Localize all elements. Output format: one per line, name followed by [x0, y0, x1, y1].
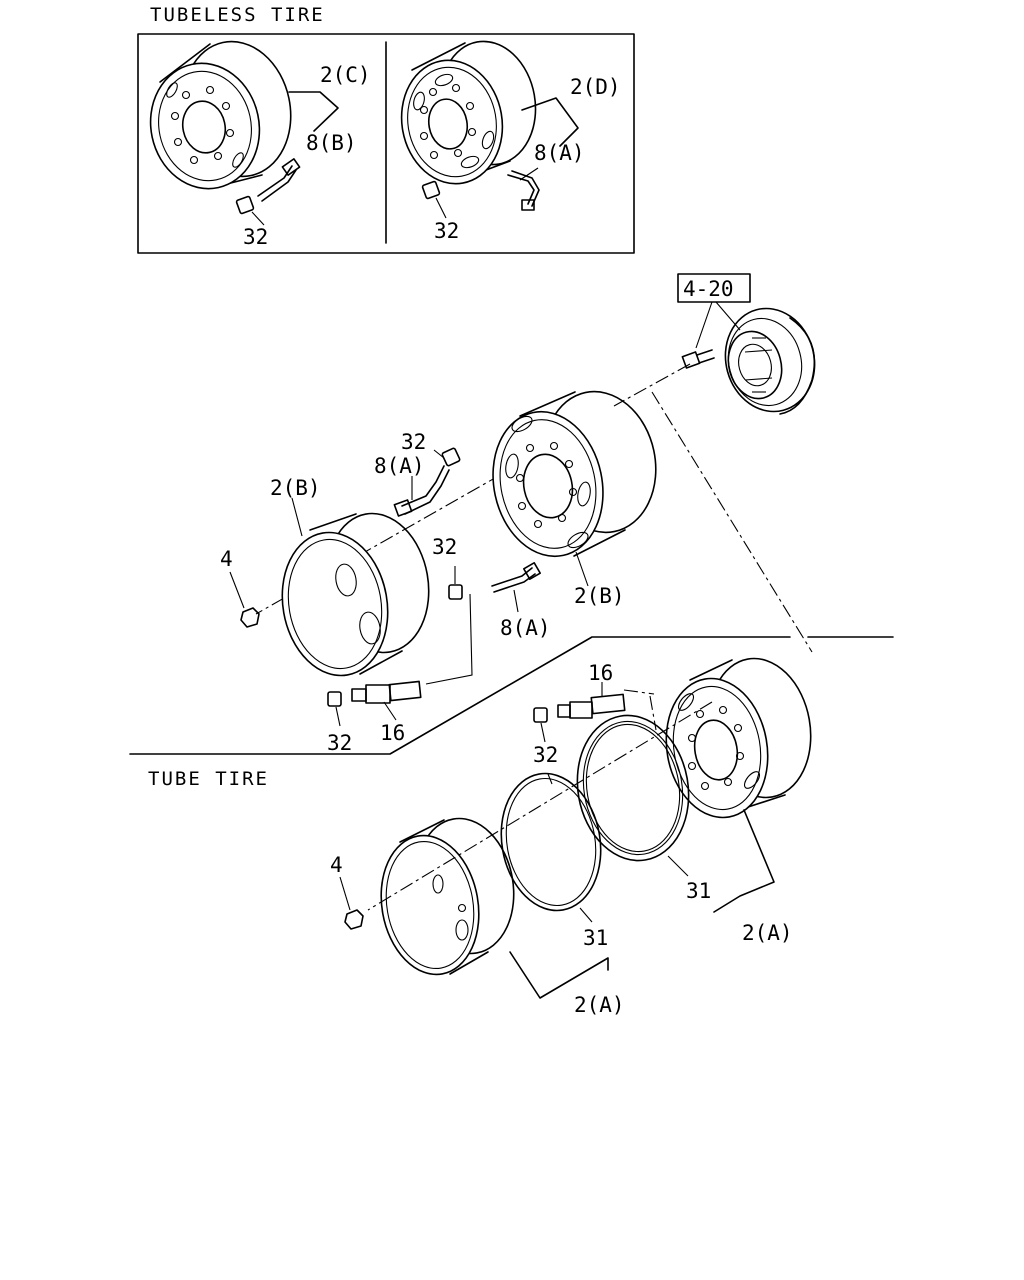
- hub-assembly: [724, 307, 816, 415]
- leader-inset-left-cap: [251, 211, 265, 226]
- label-tubeless-2b-inner: 2(B): [574, 584, 625, 608]
- tubeless-valve-mid: [491, 562, 541, 593]
- label-tube-32: 32: [533, 743, 558, 767]
- tubeless-cap-low: [327, 691, 342, 707]
- section-title-tubeless: TUBELESS TIRE: [150, 4, 325, 26]
- label-tubeless-32-upper: 32: [401, 430, 426, 454]
- label-tubeless-16: 16: [380, 721, 405, 745]
- inset-right-rim: [400, 40, 537, 185]
- label-tubeless-8a-upper: 8(A): [374, 454, 425, 478]
- tubeless-cap-mid: [448, 584, 463, 600]
- tube-nut: [344, 909, 364, 930]
- leader-inset-right-valve: [519, 167, 539, 181]
- tubeless-inset-frame: [137, 33, 635, 254]
- axis-tube-ext: [623, 689, 655, 695]
- leader-tubeless-ext: [383, 701, 397, 721]
- label-2c: 2(C): [320, 63, 371, 87]
- label-2d: 2(D): [570, 75, 621, 99]
- axis-hub-to-tube-rim: [651, 391, 813, 653]
- tubeless-inner-rim: [492, 390, 657, 558]
- axis-tube-wheels: [367, 701, 713, 911]
- label-tubeless-2b-outer: 2(B): [270, 476, 321, 500]
- tube-side-ring: [500, 772, 602, 912]
- leader-tube-cap: [540, 722, 546, 743]
- tube-extension: [557, 693, 626, 719]
- tubeless-ext-connector: [425, 593, 473, 685]
- tube-cap: [533, 707, 548, 723]
- leader-tubeless-inner-rim: [575, 551, 589, 587]
- ref-leader-hub: [715, 301, 741, 331]
- label-tube-31-outer: 31: [583, 926, 608, 950]
- inset-right-bracket: [521, 97, 579, 147]
- label-tube-16: 16: [588, 661, 613, 685]
- inset-left-valve: [257, 158, 301, 202]
- ref-box: [677, 273, 751, 303]
- tube-inner-rim: [665, 657, 812, 819]
- leader-tube-ring: [579, 907, 593, 923]
- inset-left-rim: [149, 40, 292, 190]
- inset-left-bracket: [288, 91, 339, 132]
- leader-tubeless-cap-low: [335, 706, 341, 727]
- leader-tubeless-cap-upper: [433, 449, 445, 459]
- tubeless-extension: [351, 680, 422, 704]
- tubeless-cap-upper: [441, 447, 461, 467]
- label-tubeless-32-mid: 32: [432, 535, 457, 559]
- inset-right-cap: [421, 180, 441, 200]
- axis-hub-to-inner-rim: [613, 363, 691, 407]
- leader-tubeless-outer-rim: [291, 497, 303, 537]
- leader-tube-nut: [339, 876, 351, 911]
- inset-left-cap: [235, 195, 255, 215]
- ref-leader-stud: [695, 301, 713, 349]
- label-tube-4: 4: [330, 853, 343, 877]
- label-tubeless-4: 4: [220, 547, 233, 571]
- leader-tubeless-nut: [229, 571, 245, 609]
- section-title-tube: TUBE TIRE: [148, 768, 269, 790]
- tubeless-nut: [240, 607, 260, 628]
- ref-label-4-20: 4-20: [683, 277, 734, 301]
- tube-inner-rim-bracket: [713, 809, 775, 913]
- label-inset-right-32: 32: [434, 219, 459, 243]
- label-tube-31-inner: 31: [686, 879, 711, 903]
- inset-right-valve: [507, 170, 540, 211]
- section-divider-left: [129, 636, 791, 755]
- label-tube-2a-inner: 2(A): [742, 921, 793, 945]
- tubeless-valve-upper: [393, 465, 450, 517]
- label-tubeless-8a-mid: 8(A): [500, 616, 551, 640]
- leader-tube-flap: [667, 855, 689, 877]
- label-8b: 8(B): [306, 131, 357, 155]
- wheel-stud: [681, 349, 715, 369]
- tube-outer-rim-bracket: [509, 951, 609, 999]
- leader-tubeless-valve-mid: [513, 589, 519, 613]
- tube-outer-rim: [380, 817, 515, 976]
- label-inset-left-32: 32: [243, 225, 268, 249]
- axis-tube-valve: [649, 695, 657, 731]
- tubeless-outer-rim: [281, 512, 430, 677]
- label-tube-2a-outer: 2(A): [574, 993, 625, 1017]
- leader-inset-right-cap: [435, 197, 447, 219]
- label-tubeless-32-low: 32: [327, 731, 352, 755]
- label-8a-inset: 8(A): [534, 141, 585, 165]
